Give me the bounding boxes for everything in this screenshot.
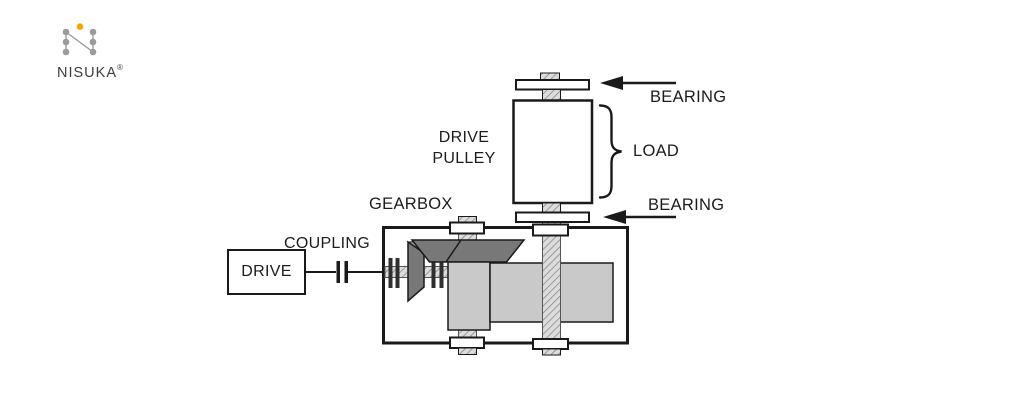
logo-brand-text: NISUKA® xyxy=(57,63,127,81)
flange xyxy=(388,258,393,288)
bearing-bar-top xyxy=(515,79,590,91)
drive-pulley-assembly xyxy=(512,72,594,223)
bearing-block xyxy=(532,223,569,237)
flange xyxy=(395,258,400,288)
gearbox-internals xyxy=(384,216,614,356)
bearing-top-label: BEARING xyxy=(650,88,727,106)
logo-accent-dot xyxy=(76,23,84,30)
bearing-arrow-bottom-icon xyxy=(603,210,676,224)
output-shaft xyxy=(542,221,561,341)
bearing-block xyxy=(532,338,569,350)
drive-pulley-label: DRIVE PULLEY xyxy=(432,129,496,167)
flange xyxy=(439,258,444,288)
drive-pulley-drum xyxy=(512,99,594,205)
shaft-cap xyxy=(542,348,561,356)
load-brace xyxy=(598,104,622,199)
gear-wheel-small xyxy=(447,261,491,331)
registered-trademark-symbol: ® xyxy=(117,63,124,72)
drive-label: DRIVE xyxy=(241,262,292,280)
nisuka-logo: NISUKA® xyxy=(57,22,127,81)
coupling-symbol xyxy=(305,261,384,283)
nisuka-logo-icon xyxy=(62,23,97,56)
bearing-bottom-label: BEARING xyxy=(648,196,725,214)
bearing-block xyxy=(449,221,485,235)
coupling-label: COUPLING xyxy=(284,235,370,252)
shaft-cap xyxy=(540,72,560,81)
load-label: LOAD xyxy=(633,142,680,160)
flange xyxy=(431,258,436,288)
pulley-shaft xyxy=(542,89,561,101)
gearbox-label: GEARBOX xyxy=(369,195,453,213)
shaft-cap xyxy=(458,347,477,355)
logo-brand-name: NISUKA xyxy=(57,65,117,81)
bearing-arrow-top-icon xyxy=(600,76,676,90)
bearing-block xyxy=(449,336,485,349)
bearing-bar-bottom xyxy=(515,211,590,223)
bevel-gear xyxy=(410,239,526,263)
